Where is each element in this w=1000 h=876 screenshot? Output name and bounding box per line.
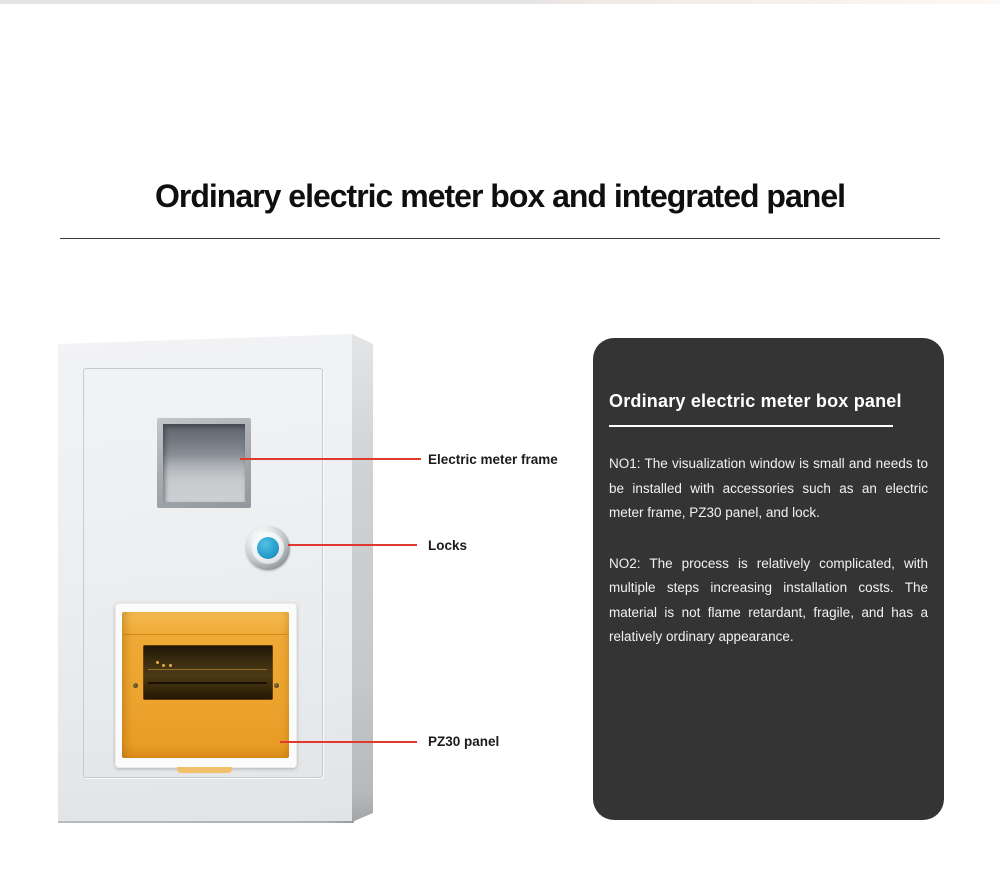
callout-line-electric-meter-frame bbox=[240, 458, 421, 460]
meter-window-glass bbox=[163, 424, 245, 502]
cabinet-front-face bbox=[58, 334, 352, 822]
cabinet-side-face bbox=[352, 334, 373, 822]
info-panel-heading-underline bbox=[609, 425, 893, 427]
info-paragraph-no1: NO1: The visualization window is small a… bbox=[609, 456, 928, 520]
callout-line-pz30-panel bbox=[280, 741, 417, 743]
pz30-rail-line bbox=[148, 669, 267, 670]
callout-label-pz30-panel: PZ30 panel bbox=[428, 734, 500, 749]
page-title: Ordinary electric meter box and integrat… bbox=[155, 178, 846, 214]
pz30-panel-graphic bbox=[122, 612, 289, 773]
pz30-screw-left bbox=[133, 683, 138, 688]
info-panel: Ordinary electric meter box panel NO1: T… bbox=[593, 338, 944, 820]
info-paragraph-no2: NO2: The process is relatively complicat… bbox=[609, 555, 928, 645]
pz30-bottom-tab bbox=[177, 767, 232, 773]
lock-knob bbox=[246, 526, 290, 570]
pz30-led-dot bbox=[162, 664, 165, 667]
title-divider bbox=[60, 238, 940, 239]
top-accent-strip bbox=[0, 0, 1000, 4]
callout-label-electric-meter-frame: Electric meter frame bbox=[428, 452, 558, 467]
pz30-panel-frame bbox=[115, 603, 297, 773]
pz30-led-dot bbox=[169, 664, 172, 667]
callout-line-locks bbox=[288, 544, 417, 546]
meter-box-illustration bbox=[58, 334, 374, 826]
pz30-breaker-window bbox=[143, 645, 273, 700]
info-panel-heading: Ordinary electric meter box panel bbox=[609, 391, 902, 411]
pz30-led-dot bbox=[156, 661, 159, 664]
cabinet-bottom-edge bbox=[58, 821, 354, 823]
pz30-top-seam bbox=[124, 634, 287, 635]
meter-window-frame bbox=[157, 418, 251, 508]
cabinet-door-seam bbox=[83, 368, 323, 778]
pz30-rail-shadow bbox=[148, 682, 267, 684]
callout-label-locks: Locks bbox=[428, 538, 468, 553]
lock-blue-button bbox=[257, 537, 279, 559]
pz30-screw-right bbox=[274, 683, 279, 688]
